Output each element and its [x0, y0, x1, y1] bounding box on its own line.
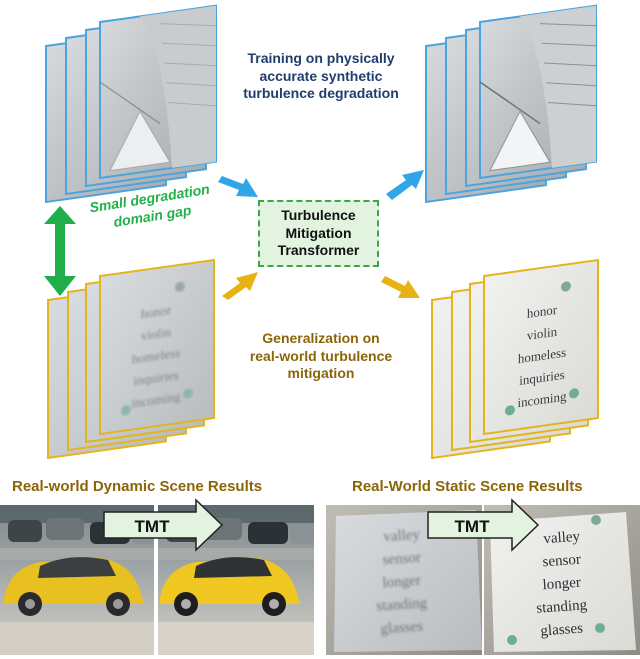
- tmt-arrow-static: TMT: [427, 498, 540, 552]
- dynamic-result-panels: TMT: [0, 498, 314, 655]
- blurry-card-word-0: honor: [141, 302, 172, 321]
- blue-arrow-in: [218, 176, 258, 197]
- static-blurry-word-1: sensor: [382, 550, 421, 569]
- blurry-card-word-4: incoming: [131, 389, 181, 411]
- static-blurry-word-4: glasses: [380, 619, 424, 638]
- static-clean-word-1: sensor: [542, 552, 581, 571]
- blurry-card-word-2: homeless: [132, 345, 180, 367]
- training-caption: Training on physically accurate syntheti…: [226, 50, 416, 103]
- static-clean-word-2: longer: [542, 575, 581, 594]
- synthetic-output-stack: [425, 4, 597, 204]
- tmt-label-dynamic: TMT: [135, 517, 171, 536]
- generalization-caption: Generalization on real-world turbulence …: [226, 330, 416, 383]
- clean-card-word-4: incoming: [517, 388, 567, 410]
- static-blurry-word-0: valley: [383, 527, 421, 546]
- blurry-card-word-3: inquiries: [133, 367, 178, 388]
- clean-card-word-2: homeless: [518, 345, 566, 367]
- static-panel-after: valley sensor longer standing glasses: [484, 505, 640, 655]
- training-caption-line-1: Training on physically: [247, 50, 395, 66]
- tmt-label-static: TMT: [455, 517, 491, 536]
- synthetic-input-stack: [45, 4, 217, 204]
- static-clean-word-4: glasses: [540, 621, 584, 640]
- blurry-card-word-1: violin: [141, 324, 172, 343]
- static-clean-word-3: standing: [536, 597, 588, 617]
- model-box-line-2: Mitigation: [285, 224, 352, 241]
- static-clean-word-0: valley: [543, 529, 581, 548]
- gold-arrow-in: [222, 272, 258, 300]
- clean-card-word-3: inquiries: [519, 367, 564, 388]
- domain-gap-arrow: [44, 206, 76, 296]
- training-caption-line-2: accurate synthetic: [259, 67, 383, 84]
- generalization-line-3: mitigation: [287, 365, 355, 381]
- static-results-title: Real-World Static Scene Results: [352, 478, 583, 495]
- model-box-line-3: Transformer: [277, 242, 360, 259]
- static-result-panels: valley sensor longer standing glasses valley…: [326, 498, 640, 655]
- generalization-line-1: Generalization on: [262, 330, 380, 346]
- training-caption-line-3: turbulence degradation: [243, 85, 399, 101]
- gold-arrow-out: [381, 276, 420, 298]
- dynamic-panel-after: [158, 505, 314, 655]
- static-blurry-word-2: longer: [382, 573, 421, 592]
- generalization-line-2: real-world turbulence: [249, 347, 393, 364]
- tmt-arrow-dynamic: TMT: [103, 498, 224, 552]
- model-box-line-1: Turbulence: [281, 207, 356, 224]
- clean-card-word-0: honor: [527, 302, 558, 321]
- static-blurry-word-3: standing: [376, 595, 428, 615]
- turbulence-mitigation-transformer-box: Turbulence Mitigation Transformer: [258, 200, 379, 267]
- blue-arrow-out: [386, 170, 424, 200]
- dynamic-results-title: Real-world Dynamic Scene Results: [12, 478, 263, 495]
- clean-card-word-1: violin: [527, 324, 558, 343]
